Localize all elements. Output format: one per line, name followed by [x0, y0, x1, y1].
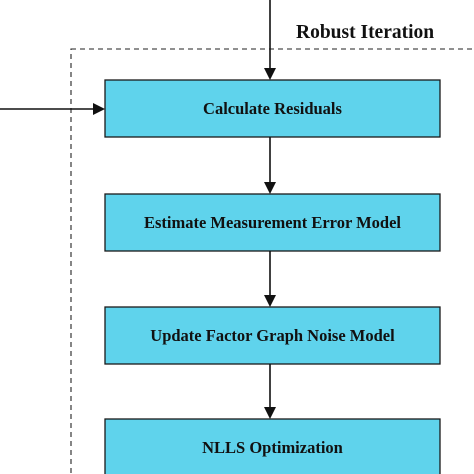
robust-iteration-frame	[70, 48, 474, 474]
step-label-update-factor-graph-noise-model: Update Factor Graph Noise Model	[150, 326, 395, 345]
step-box-update-factor-graph-noise-model	[104, 306, 441, 365]
connector-1-2-arrowhead	[264, 182, 276, 194]
connector-2-3-arrowhead	[264, 295, 276, 307]
incoming-top-arrowhead	[264, 68, 276, 80]
step-box-nlls-optimization	[104, 418, 441, 474]
step-label-calculate-residuals: Calculate Residuals	[203, 99, 342, 118]
group-title-backing	[290, 16, 474, 48]
step-box-estimate-measurement-error-model	[104, 193, 441, 252]
connector-3-4-arrowhead	[264, 407, 276, 419]
group-title: Robust Iteration	[296, 22, 434, 43]
incoming-left-arrowhead	[93, 103, 105, 115]
step-label-nlls-optimization: NLLS Optimization	[202, 438, 343, 457]
step-label-estimate-measurement-error-model: Estimate Measurement Error Model	[144, 213, 401, 232]
step-box-calculate-residuals	[104, 79, 441, 138]
